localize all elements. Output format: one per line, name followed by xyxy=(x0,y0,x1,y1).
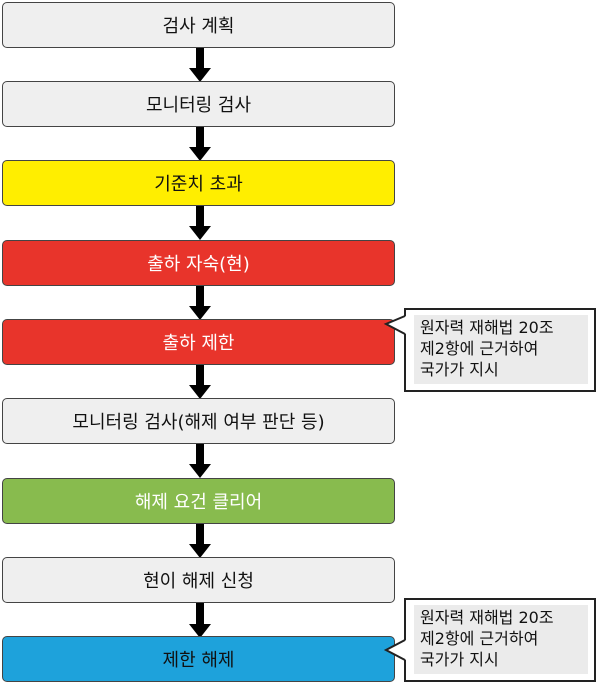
callout-line: 국가가 지시 xyxy=(420,650,499,669)
step-prefecture-release-request: 현이 해제 신청 xyxy=(2,557,395,603)
step-monitoring-inspection: 모니터링 검사 xyxy=(2,81,395,127)
step-threshold-exceeded: 기준치 초과 xyxy=(2,160,395,206)
callout-text-box: 원자력 재해법 20조 제2항에 근거하여 국가가 지시 xyxy=(414,605,588,674)
arrow-2 xyxy=(189,127,211,161)
arrow-8 xyxy=(189,603,211,638)
callout-line: 원자력 재해법 20조 xyxy=(420,608,554,627)
arrow-4 xyxy=(189,286,211,320)
callout-line: 제2항에 근거하여 xyxy=(420,629,539,648)
callout-shipping-restriction-note: 원자력 재해법 20조 제2항에 근거하여 국가가 지시 xyxy=(404,308,596,392)
step-shipping-restriction: 출하 제한 xyxy=(2,319,395,365)
step-release-requirements-cleared: 해제 요건 클리어 xyxy=(2,478,395,524)
callout-text-box: 원자력 재해법 20조 제2항에 근거하여 국가가 지시 xyxy=(414,315,588,384)
callout-line: 제2항에 근거하여 xyxy=(420,339,539,358)
arrow-3 xyxy=(189,206,211,240)
arrow-7 xyxy=(189,524,211,558)
step-monitoring-release-judgement: 모니터링 검사(해제 여부 판단 등) xyxy=(2,398,395,444)
arrow-1 xyxy=(189,48,211,82)
step-restriction-lifted: 제한 해제 xyxy=(2,636,395,682)
arrow-5 xyxy=(189,365,211,399)
arrow-6 xyxy=(189,444,211,478)
step-voluntary-shipping-restraint: 출하 자숙(현) xyxy=(2,240,395,286)
callout-restriction-lifted-note: 원자력 재해법 20조 제2항에 근거하여 국가가 지시 xyxy=(404,598,596,682)
callout-line: 국가가 지시 xyxy=(420,360,499,379)
step-inspection-plan: 검사 계획 xyxy=(2,2,395,48)
callout-line: 원자력 재해법 20조 xyxy=(420,318,554,337)
